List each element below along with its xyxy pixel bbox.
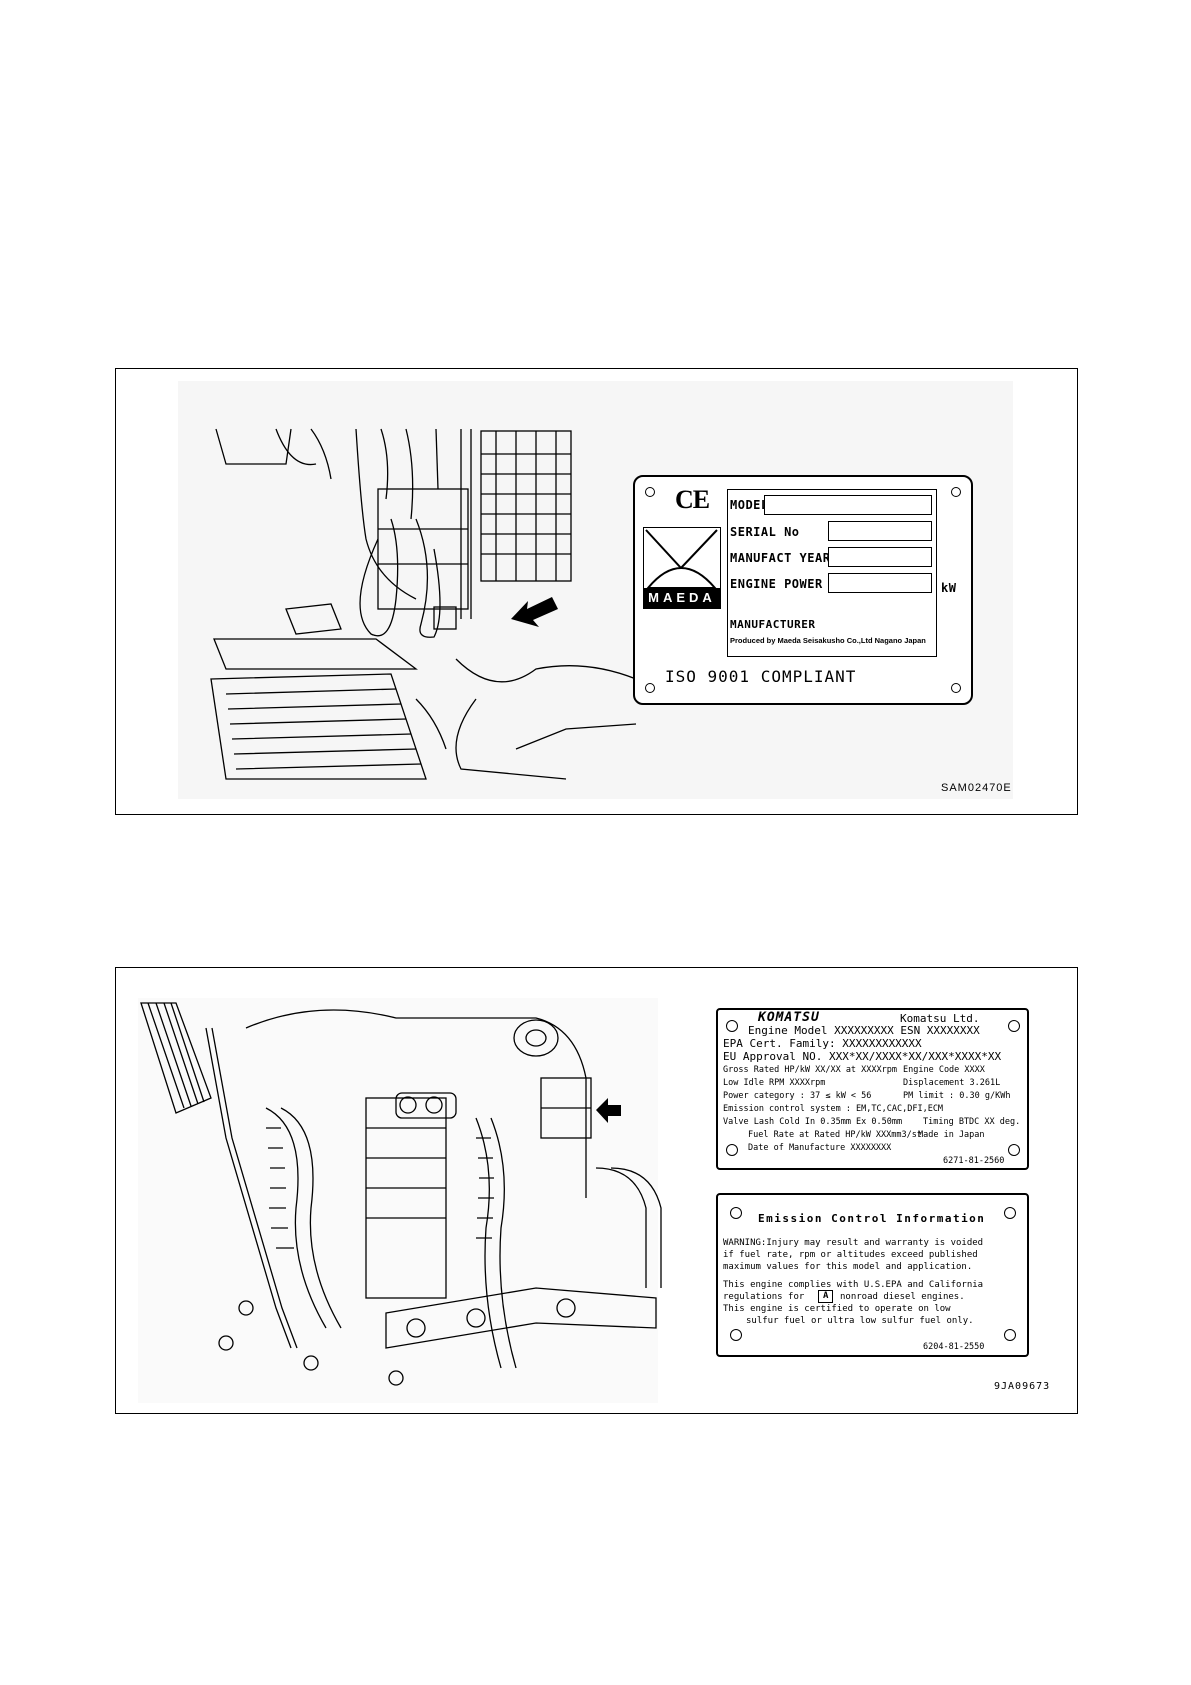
low-idle-line: Low Idle RPM XXXXrpm bbox=[723, 1078, 826, 1088]
valve-lash-line: Valve Lash Cold In 0.35mm Ex 0.50mm bbox=[723, 1117, 903, 1127]
manufacturer-label: MANUFACTURER bbox=[730, 618, 816, 631]
rivet-hole-icon bbox=[645, 487, 655, 497]
comply-line-2-start: regulations for bbox=[723, 1292, 805, 1302]
engine-plate: KOMATSU Komatsu Ltd. Engine Model XXXXXX… bbox=[716, 1008, 1029, 1170]
engine-code-line: Engine Code XXXX bbox=[903, 1065, 985, 1075]
gross-rated-line: Gross Rated HP/kW XX/XX at XXXXrpm bbox=[723, 1065, 897, 1075]
figure-reference-code: SAM02470E bbox=[941, 782, 1012, 794]
machine-nameplate: CE MAEDA MODEL SERIAL No MANUFACT YEAR E… bbox=[633, 475, 973, 705]
manufacture-year-field bbox=[828, 547, 932, 567]
serial-label: SERIAL No bbox=[730, 525, 800, 539]
fuel-rate-line: Fuel Rate at Rated HP/kW XXXmm3/st bbox=[748, 1130, 922, 1140]
emission-plate-part-number: 6204-81-2550 bbox=[923, 1342, 985, 1352]
maeda-logo: MAEDA bbox=[643, 527, 721, 609]
rivet-hole-icon bbox=[730, 1329, 742, 1341]
rivet-hole-icon bbox=[1004, 1329, 1016, 1341]
rivet-hole-icon bbox=[951, 487, 961, 497]
timing-line: Timing BTDC XX deg. bbox=[923, 1117, 1021, 1127]
maeda-logo-text: MAEDA bbox=[644, 588, 720, 608]
power-category-line: Power category : 37 ≤ kW < 56 bbox=[723, 1091, 872, 1101]
epa-family-line: EPA Cert. Family: XXXXXXXXXXXX bbox=[723, 1037, 922, 1050]
warning-line-2: if fuel rate, rpm or altitudes exceed pu… bbox=[723, 1250, 978, 1260]
comply-line-2-end: nonroad diesel engines. bbox=[840, 1292, 965, 1302]
rivet-hole-icon bbox=[726, 1020, 738, 1032]
company-name: Komatsu Ltd. bbox=[900, 1012, 980, 1025]
emission-system-line: Emission control system : EM,TC,CAC,DFI,… bbox=[723, 1104, 944, 1114]
category-box: A bbox=[818, 1290, 834, 1303]
produced-by-text: Produced by Maeda Seisakusho Co.,Ltd Nag… bbox=[730, 636, 926, 645]
certified-line-1: This engine is certified to operate on l… bbox=[723, 1304, 951, 1314]
nameplate-fields-frame: MODEL SERIAL No MANUFACT YEAR ENGINE POW… bbox=[727, 489, 937, 657]
manufacture-year-label: MANUFACT YEAR bbox=[730, 551, 831, 565]
eu-approval-line: EU Approval NO. XXX*XX/XXXX*XX/XXX*XXXX*… bbox=[723, 1050, 1002, 1063]
serial-field bbox=[828, 521, 932, 541]
emission-control-plate: Emission Control Information WARNING:Inj… bbox=[716, 1193, 1029, 1357]
rivet-hole-icon bbox=[726, 1144, 738, 1156]
pm-limit-line: PM limit : 0.30 g/KWh bbox=[903, 1091, 1011, 1101]
warning-line-1: WARNING:Injury may result and warranty i… bbox=[723, 1238, 984, 1248]
location-arrow-icon bbox=[511, 597, 558, 627]
rivet-hole-icon bbox=[730, 1207, 742, 1219]
location-arrow-icon bbox=[596, 1098, 621, 1123]
rivet-hole-icon bbox=[1008, 1144, 1020, 1156]
figure-engine-plates: KOMATSU Komatsu Ltd. Engine Model XXXXXX… bbox=[115, 967, 1078, 1414]
iso-compliance-text: ISO 9001 COMPLIANT bbox=[665, 667, 857, 686]
date-of-manufacture-line: Date of Manufacture XXXXXXXX bbox=[748, 1143, 892, 1153]
power-unit-label: kW bbox=[941, 581, 957, 595]
warning-line-3: maximum values for this model and applic… bbox=[723, 1262, 973, 1272]
displacement-line: Displacement 3.261L bbox=[903, 1078, 1001, 1088]
maeda-logo-mark-icon bbox=[645, 529, 718, 588]
engine-model-line: Engine Model XXXXXXXXX ESN XXXXXXXX bbox=[748, 1024, 980, 1037]
model-label: MODEL bbox=[730, 498, 769, 512]
figure-machine-nameplate: CE MAEDA MODEL SERIAL No MANUFACT YEAR E… bbox=[115, 368, 1078, 815]
ce-mark: CE bbox=[675, 485, 710, 514]
rivet-hole-icon bbox=[1008, 1020, 1020, 1032]
rivet-hole-icon bbox=[951, 683, 961, 693]
engine-compartment-illustration bbox=[138, 998, 662, 1403]
engine-power-label: ENGINE POWER bbox=[730, 577, 823, 591]
certified-line-2: sulfur fuel or ultra low sulfur fuel onl… bbox=[746, 1316, 974, 1326]
made-in-line: Made in Japan bbox=[918, 1130, 985, 1140]
komatsu-logo: KOMATSU bbox=[758, 1010, 820, 1025]
rivet-hole-icon bbox=[1004, 1207, 1016, 1219]
model-field bbox=[764, 495, 932, 515]
rivet-hole-icon bbox=[645, 683, 655, 693]
emission-plate-title: Emission Control Information bbox=[758, 1212, 986, 1225]
comply-line-1: This engine complies with U.S.EPA and Ca… bbox=[723, 1280, 984, 1290]
engine-plate-part-number: 6271-81-2560 bbox=[943, 1156, 1005, 1166]
engine-power-field bbox=[828, 573, 932, 593]
figure-reference-code: 9JA09673 bbox=[994, 1381, 1051, 1392]
